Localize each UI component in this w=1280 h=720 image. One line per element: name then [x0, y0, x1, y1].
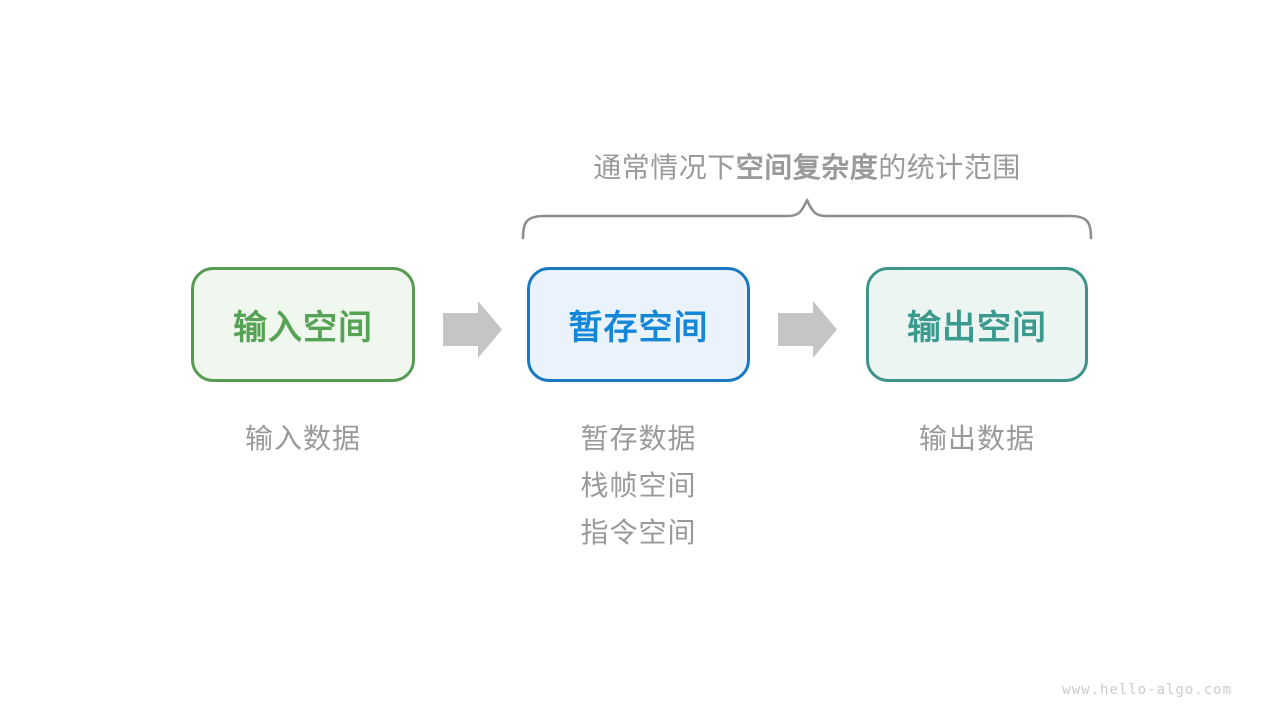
scope-annotation-prefix: 通常情况下: [593, 152, 736, 183]
sub-labels-output: 输出数据: [866, 415, 1088, 462]
scope-annotation-suffix: 的统计范围: [878, 152, 1021, 183]
box-label: 输出空间: [907, 309, 1047, 347]
sub-label: 指令空间: [580, 517, 697, 548]
scope-annotation: 通常情况下空间复杂度的统计范围: [515, 146, 1099, 186]
box-output-space: 输出空间: [866, 267, 1088, 382]
watermark: www.hello-algo.com: [1062, 682, 1232, 698]
box-input-space: 输入空间: [191, 267, 415, 382]
sub-label: 暂存数据: [580, 423, 697, 454]
sub-label: 栈帧空间: [580, 470, 697, 501]
box-label: 输入空间: [233, 309, 373, 347]
curly-brace-icon: [521, 198, 1093, 240]
sub-labels-input: 输入数据: [191, 415, 415, 462]
arrow-right-icon: [778, 301, 837, 358]
box-temp-space: 暂存空间: [527, 267, 750, 382]
scope-annotation-bold: 空间复杂度: [735, 152, 879, 183]
sub-label: 输出数据: [918, 423, 1035, 454]
box-label: 暂存空间: [568, 309, 709, 347]
sub-label: 输入数据: [244, 423, 361, 454]
arrow-right-icon: [443, 301, 502, 358]
sub-labels-temp: 暂存数据 栈帧空间 指令空间: [527, 415, 750, 556]
